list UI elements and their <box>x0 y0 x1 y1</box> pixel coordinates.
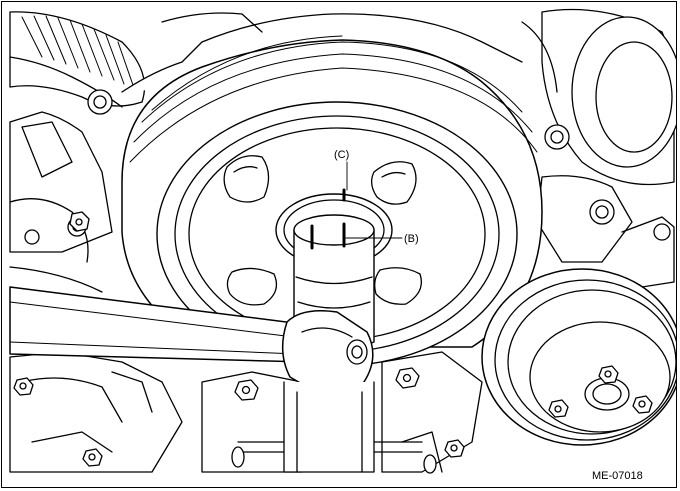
label-b: (B) <box>404 233 419 245</box>
idler-pulley <box>481 268 676 446</box>
callout-leaders <box>345 161 403 239</box>
hex-bolt-icon <box>444 439 465 458</box>
hex-bolt-icon <box>632 395 653 414</box>
figure-code: ME-07018 <box>592 470 643 482</box>
background-engine-parts <box>9 8 676 473</box>
label-c: (C) <box>334 149 349 161</box>
hex-bolt-icon <box>234 379 259 401</box>
breaker-bar <box>9 286 437 474</box>
hex-bolt-icon <box>13 377 34 396</box>
cooling-fan <box>9 11 146 108</box>
pulley-holes <box>223 155 423 306</box>
hex-bolt-icon <box>69 211 90 232</box>
hex-bolt-icon <box>598 365 619 384</box>
pulley-bolts <box>548 365 653 418</box>
hex-bolt-icon <box>82 448 103 467</box>
bolt-heads <box>13 211 465 467</box>
hex-bolt-icon <box>548 399 569 418</box>
hex-bolt-icon <box>395 367 420 389</box>
